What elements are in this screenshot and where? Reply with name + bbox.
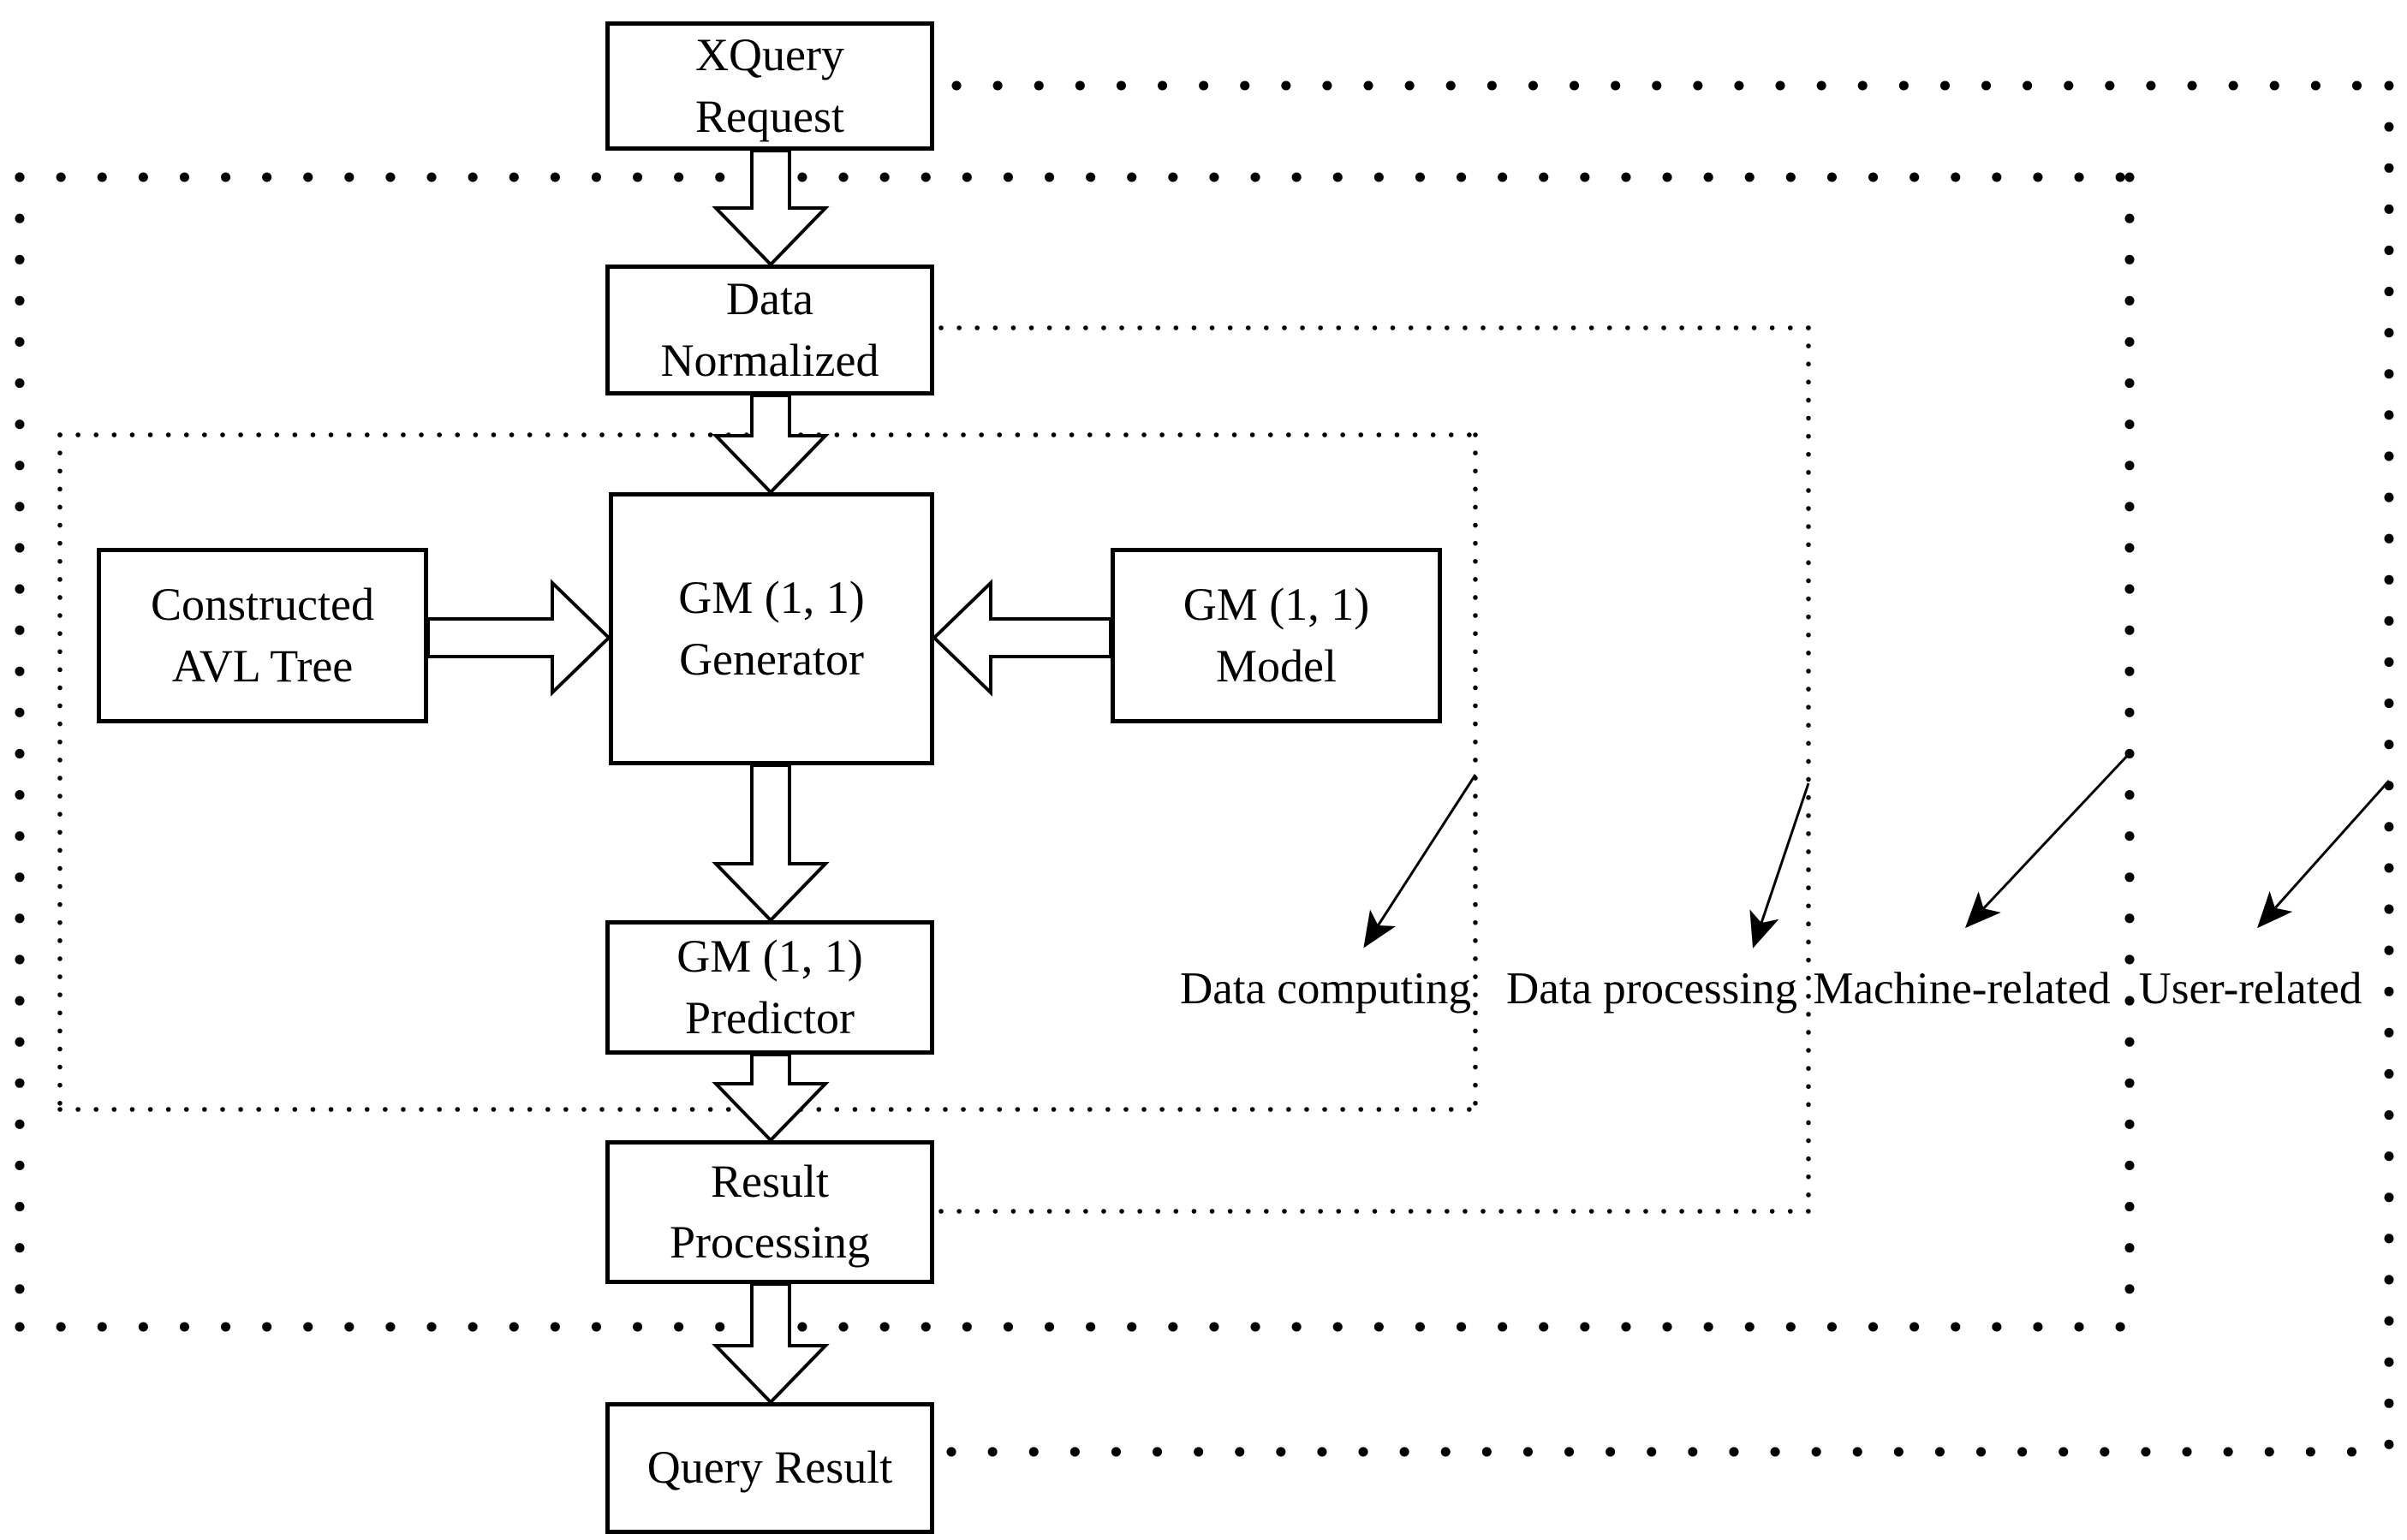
pointer-data-processing xyxy=(1749,782,1810,948)
arrow-avltree-to-generator xyxy=(426,579,611,697)
arrow-generator-to-predictor xyxy=(712,764,830,923)
box-text: Result xyxy=(710,1155,829,1207)
box-text: Normalized xyxy=(660,334,879,386)
xquery-request-box: XQuery Request xyxy=(605,21,934,151)
box-text: Processing xyxy=(670,1216,870,1268)
box-text: XQuery xyxy=(695,29,844,81)
box-text: AVL Tree xyxy=(171,639,354,692)
arrow-normalized-to-generator xyxy=(712,394,830,495)
label-user-related: User-related xyxy=(2138,963,2362,1014)
pointer-user-related xyxy=(2257,780,2391,929)
box-text: Generator xyxy=(679,633,864,685)
pointer-data-computing xyxy=(1363,774,1477,948)
data-normalized-box: Data Normalized xyxy=(605,265,934,395)
box-text: GM (1, 1) xyxy=(678,572,865,624)
query-result-box: Query Result xyxy=(605,1402,934,1534)
box-text: GM (1, 1) xyxy=(1183,579,1370,631)
box-text: GM (1, 1) xyxy=(676,931,863,983)
box-text: Data xyxy=(726,273,813,325)
pointer-machine-related xyxy=(1964,752,2131,929)
arrow-model-to-generator xyxy=(932,579,1112,697)
gm11-model-box: GM (1, 1) Model xyxy=(1111,548,1442,723)
label-data-processing: Data processing xyxy=(1506,963,1797,1014)
dotted-border-data-computing xyxy=(57,432,1478,1112)
box-text: Request xyxy=(695,90,844,142)
arrow-result-to-query xyxy=(712,1282,830,1405)
label-data-computing: Data computing xyxy=(1180,963,1471,1014)
result-processing-box: Result Processing xyxy=(605,1140,934,1284)
gm11-predictor-box: GM (1, 1) Predictor xyxy=(605,920,934,1055)
box-text: Query Result xyxy=(646,1442,893,1494)
dotted-border-machine-related xyxy=(15,172,2135,1332)
arrow-xquery-to-normalized xyxy=(712,149,830,267)
dotted-border-user-related xyxy=(946,80,2394,1457)
arrow-predictor-to-result xyxy=(712,1053,830,1143)
box-text: Constructed xyxy=(151,579,374,631)
box-text: Predictor xyxy=(685,991,855,1044)
box-text: Model xyxy=(1216,639,1337,692)
constructed-avl-tree-box: Constructed AVL Tree xyxy=(97,548,428,723)
dotted-border-data-processing xyxy=(938,325,1811,1214)
gm11-generator-box: GM (1, 1) Generator xyxy=(609,492,934,765)
label-machine-related: Machine-related xyxy=(1813,963,2111,1014)
